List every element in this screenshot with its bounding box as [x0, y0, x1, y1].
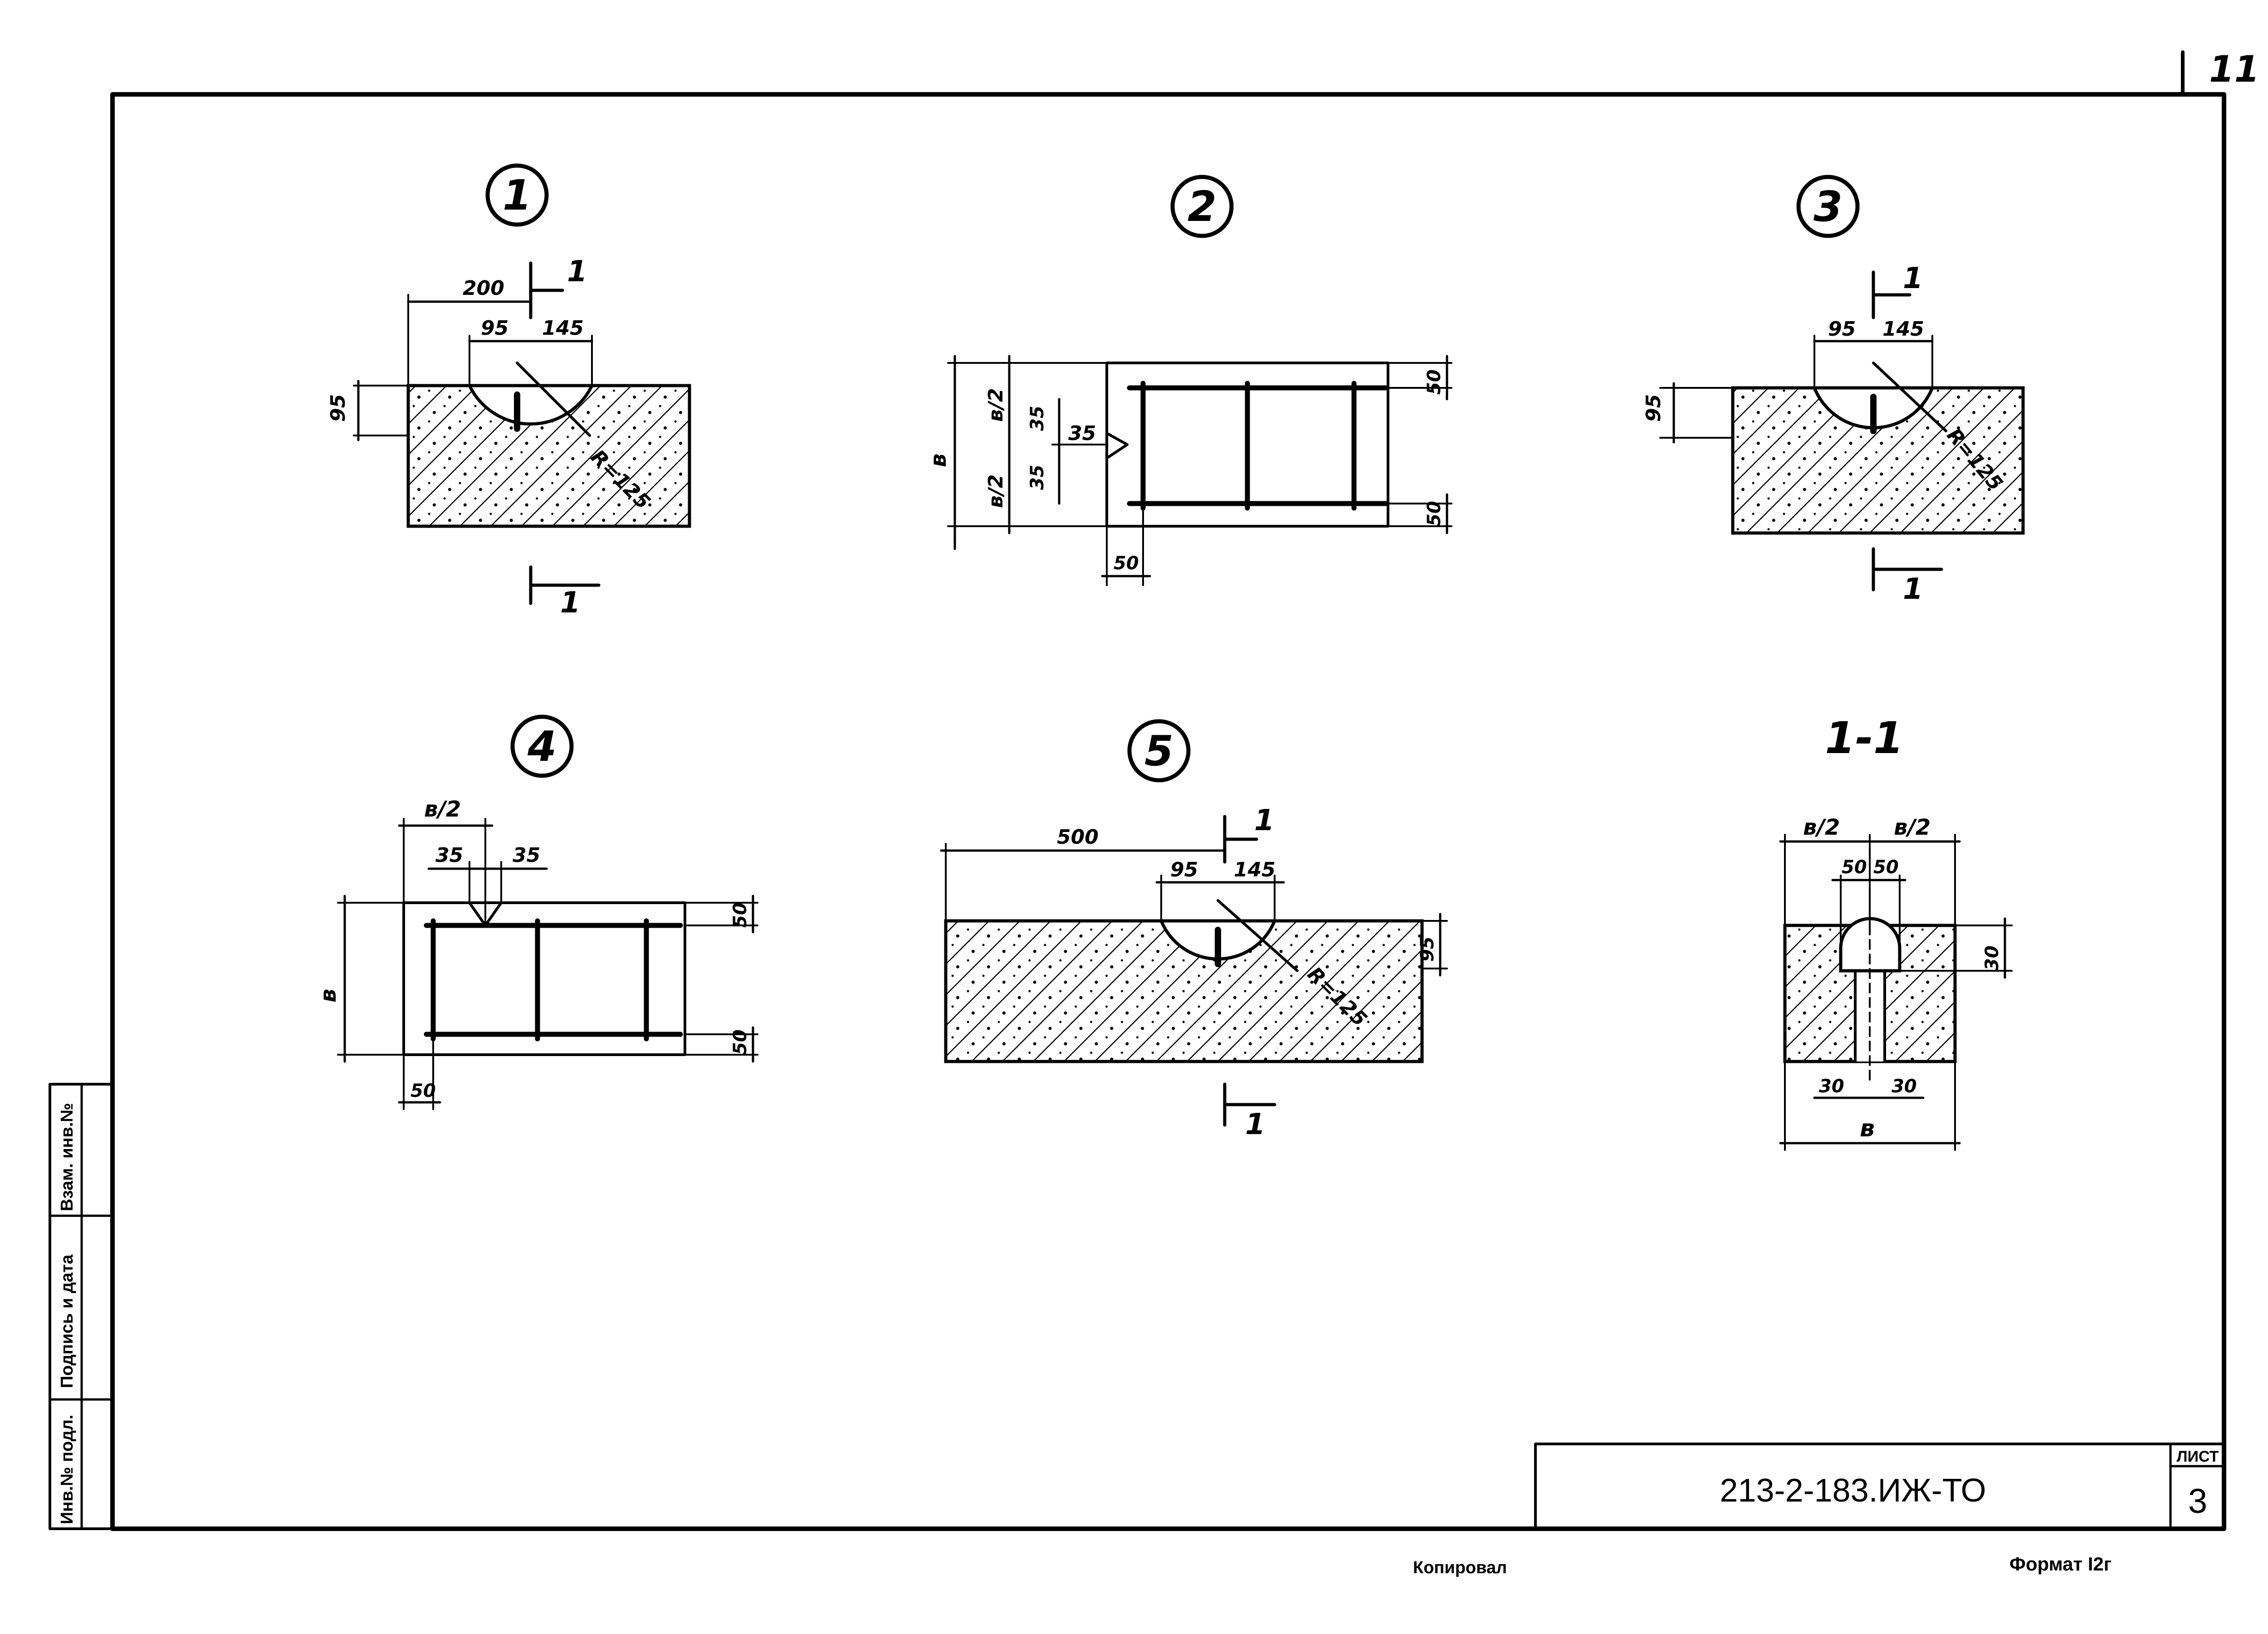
- svg-text:в: в: [316, 989, 341, 1003]
- svg-text:1: 1: [1903, 262, 1923, 295]
- svg-text:35: 35: [435, 844, 463, 867]
- svg-text:50: 50: [730, 1029, 751, 1055]
- section-title: 1-1: [1825, 713, 1903, 763]
- detail-number-circle: [1170, 175, 1234, 238]
- svg-text:30: 30: [1892, 1076, 1917, 1097]
- svg-text:35: 35: [513, 844, 540, 867]
- inv-replace-label: Взам. инв.№: [58, 1103, 77, 1211]
- detail-number-circle: [1796, 175, 1860, 238]
- svg-text:1: 1: [1245, 1108, 1266, 1141]
- svg-text:в/2: в/2: [1803, 815, 1840, 840]
- svg-text:95: 95: [1170, 858, 1198, 881]
- detail-4: 4 в/2 35 35 в 50 50 50: [316, 714, 758, 1110]
- sheet-corner-number: 11: [2209, 48, 2259, 90]
- svg-text:145: 145: [1882, 318, 1924, 341]
- svg-text:50: 50: [1424, 369, 1445, 395]
- svg-text:35: 35: [1027, 406, 1048, 431]
- svg-text:50: 50: [730, 902, 751, 928]
- detail-number: 4: [527, 722, 557, 771]
- detail-number: 5: [1144, 727, 1173, 775]
- svg-text:в/2: в/2: [1894, 815, 1931, 840]
- detail-2: 2 в в/2 в/2 35 35 35 50 50 50: [926, 175, 1452, 586]
- detail-number: 3: [1813, 182, 1843, 231]
- svg-text:145: 145: [542, 317, 584, 340]
- detail-3: 3 95 145 95 R=125 1 1: [1642, 175, 2025, 606]
- svg-text:35: 35: [1068, 422, 1096, 445]
- svg-text:200: 200: [463, 277, 504, 300]
- detail-number-circle: [485, 163, 549, 227]
- svg-text:30: 30: [1819, 1076, 1844, 1097]
- svg-text:95: 95: [327, 394, 350, 422]
- svg-text:1: 1: [1903, 572, 1923, 606]
- section-1-1: 1-1 в/2 в/2 50 50 30 30 30 в: [1779, 713, 2013, 1151]
- detail-number-circle: [1127, 719, 1191, 783]
- svg-text:30: 30: [1982, 945, 2003, 971]
- svg-text:50: 50: [1114, 553, 1139, 574]
- svg-text:в/2: в/2: [984, 474, 1007, 508]
- sheet-number: 3: [2188, 1482, 2207, 1521]
- format-label: Формат I2г: [2009, 1553, 2112, 1575]
- sheet-label: ЛИСТ: [2177, 1448, 2219, 1465]
- svg-text:50: 50: [1842, 857, 1867, 878]
- svg-text:в: в: [926, 454, 951, 467]
- svg-text:1: 1: [560, 586, 581, 620]
- svg-text:в/2: в/2: [984, 388, 1007, 422]
- inv-original-label: Инв.№ подл.: [58, 1414, 77, 1524]
- svg-text:95: 95: [1828, 318, 1856, 341]
- svg-text:в/2: в/2: [424, 797, 461, 822]
- svg-text:1: 1: [567, 255, 587, 289]
- side-table: Инв.№ подл. Подпись и дата Взам. инв.№: [49, 1083, 114, 1530]
- svg-text:95: 95: [1642, 394, 1665, 422]
- sheet-frame: 11: [110, 48, 2259, 1531]
- detail-number: 1: [503, 171, 532, 220]
- svg-text:35: 35: [1027, 465, 1048, 490]
- svg-text:500: 500: [1057, 826, 1099, 849]
- detail-5: 5 500 95 145 95 R=125 1 1: [940, 719, 1448, 1141]
- sign-date-label: Подпись и дата: [58, 1254, 77, 1388]
- copied-label: Копировал: [1413, 1558, 1507, 1577]
- svg-text:50: 50: [1873, 857, 1899, 878]
- detail-1: 1 200 95 145 95 R=125 1 1: [327, 163, 691, 620]
- svg-text:в: в: [1860, 1115, 1875, 1142]
- svg-text:50: 50: [1424, 501, 1445, 526]
- svg-text:95: 95: [481, 317, 508, 340]
- svg-text:50: 50: [411, 1081, 436, 1101]
- document-code: 213-2-183.ИЖ-ТО: [1720, 1473, 1986, 1509]
- svg-text:1: 1: [1254, 804, 1275, 837]
- detail-number-circle: [510, 714, 574, 778]
- detail-number: 2: [1188, 182, 1217, 231]
- title-block: ЛИСТ 3 213-2-183.ИЖ-ТО: [1534, 1443, 2225, 1530]
- svg-text:145: 145: [1234, 858, 1276, 881]
- svg-text:95: 95: [1417, 936, 1438, 962]
